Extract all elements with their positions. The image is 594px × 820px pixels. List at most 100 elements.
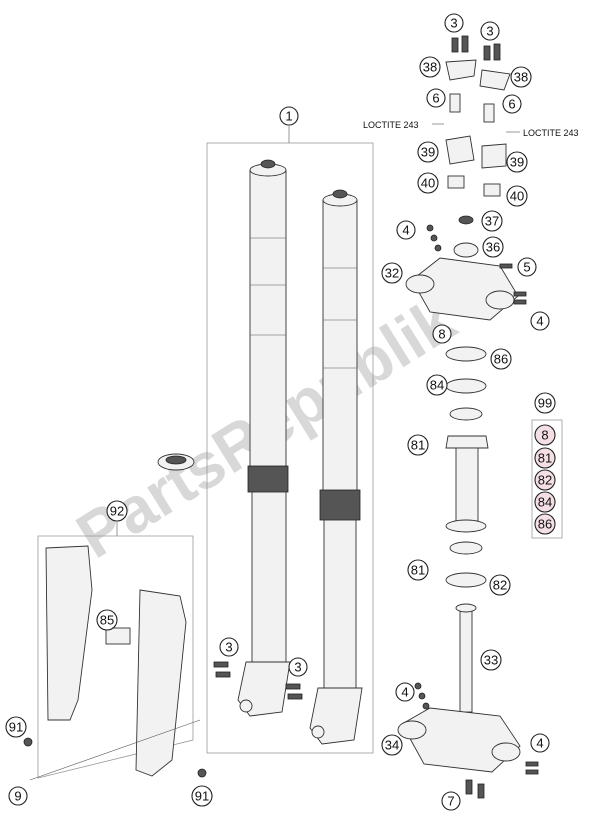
fork-seal-right xyxy=(319,489,361,521)
svg-text:1: 1 xyxy=(285,109,292,124)
loctite-note-left: LOCTITE 243 xyxy=(363,120,419,130)
fork-leg-left xyxy=(237,159,291,717)
callout-85: 85 xyxy=(96,609,118,631)
svg-text:85: 85 xyxy=(100,613,114,628)
kit-item-86: 86 xyxy=(534,513,556,535)
callout-6: 6 xyxy=(502,94,522,114)
callout-37: 37 xyxy=(481,210,503,232)
kit-item-82: 82 xyxy=(534,469,556,491)
svg-text:39: 39 xyxy=(421,145,435,160)
svg-text:84: 84 xyxy=(430,378,444,393)
callout-1: 1 xyxy=(279,106,299,126)
callout-3: 3 xyxy=(219,637,239,657)
guard-clip xyxy=(105,627,131,645)
svg-text:3: 3 xyxy=(225,640,232,655)
svg-text:82: 82 xyxy=(493,578,507,593)
callout-34: 34 xyxy=(381,734,403,756)
callout-81: 81 xyxy=(407,559,429,581)
screw-left xyxy=(23,737,33,747)
svg-text:86: 86 xyxy=(494,352,508,367)
fork-lower-right xyxy=(323,519,357,689)
callout-6: 6 xyxy=(426,88,446,108)
callout-39: 39 xyxy=(506,151,528,173)
callout-3: 3 xyxy=(444,13,464,33)
callout-8: 8 xyxy=(432,324,452,344)
callout-38: 38 xyxy=(510,66,532,88)
svg-text:32: 32 xyxy=(385,266,399,281)
callout-9: 9 xyxy=(8,786,28,806)
svg-text:33: 33 xyxy=(484,653,498,668)
fork-cap-left xyxy=(260,159,276,169)
fork-leg-frame xyxy=(206,142,374,754)
callout-38: 38 xyxy=(419,56,441,78)
svg-text:34: 34 xyxy=(385,738,399,753)
fork-lower-left xyxy=(251,491,287,663)
callout-91: 91 xyxy=(191,785,213,807)
svg-text:40: 40 xyxy=(421,176,435,191)
rubber-block-right xyxy=(483,183,501,197)
svg-text:7: 7 xyxy=(447,794,454,809)
clamp-lower-left xyxy=(445,135,475,165)
svg-text:4: 4 xyxy=(402,223,409,238)
callout-92: 92 xyxy=(106,500,128,522)
callout-91: 91 xyxy=(5,716,27,738)
kit-item-81: 81 xyxy=(534,447,556,469)
callout-39: 39 xyxy=(417,141,439,163)
upper-triple-clamp xyxy=(405,215,527,321)
race-lower xyxy=(449,541,483,555)
callout-3: 3 xyxy=(288,657,308,677)
svg-text:81: 81 xyxy=(411,563,425,578)
svg-text:39: 39 xyxy=(510,155,524,170)
svg-text:82: 82 xyxy=(538,473,552,488)
callout-82: 82 xyxy=(489,574,511,596)
head-tube xyxy=(455,447,479,525)
handlebar-clamps xyxy=(445,35,511,197)
callout-36: 36 xyxy=(482,236,504,258)
svg-text:3: 3 xyxy=(294,660,301,675)
lower-triple-clamp xyxy=(397,603,539,799)
callout-4: 4 xyxy=(530,311,550,331)
clamp-lower-right xyxy=(481,143,507,169)
callout-33: 33 xyxy=(480,649,502,671)
steering-stem xyxy=(459,607,473,713)
svg-text:84: 84 xyxy=(538,495,552,510)
kit-item-8: 8 xyxy=(534,424,556,446)
callout-84: 84 xyxy=(426,374,448,396)
svg-text:6: 6 xyxy=(432,91,439,106)
callout-4: 4 xyxy=(396,220,416,240)
callout-99: 99 xyxy=(534,392,556,414)
svg-text:9: 9 xyxy=(14,789,21,804)
svg-text:6: 6 xyxy=(508,97,515,112)
svg-text:36: 36 xyxy=(486,240,500,255)
svg-text:38: 38 xyxy=(423,60,437,75)
fork-cap-right xyxy=(332,189,348,199)
svg-text:40: 40 xyxy=(510,189,524,204)
callout-32: 32 xyxy=(381,262,403,284)
svg-text:4: 4 xyxy=(536,314,543,329)
svg-text:86: 86 xyxy=(538,517,552,532)
callout-81: 81 xyxy=(407,434,429,456)
svg-text:8: 8 xyxy=(541,428,548,443)
svg-text:99: 99 xyxy=(538,396,552,411)
callout-86: 86 xyxy=(490,348,512,370)
callout-3: 3 xyxy=(480,21,500,41)
callout-4: 4 xyxy=(395,682,415,702)
bearing-upper xyxy=(445,378,487,394)
svg-text:81: 81 xyxy=(411,438,425,453)
svg-text:4: 4 xyxy=(401,685,408,700)
race-upper xyxy=(449,407,483,421)
fork-guard-left xyxy=(45,545,93,721)
svg-text:3: 3 xyxy=(450,16,457,31)
svg-text:3: 3 xyxy=(486,24,493,39)
svg-text:37: 37 xyxy=(485,214,499,229)
screw-right xyxy=(197,768,207,778)
kit-item-84: 84 xyxy=(534,491,556,513)
callout-5: 5 xyxy=(517,257,537,277)
svg-text:4: 4 xyxy=(536,736,543,751)
dust-cover xyxy=(445,346,487,362)
clamp-upper-right xyxy=(479,69,511,91)
svg-text:92: 92 xyxy=(110,504,124,519)
bearing-lower xyxy=(445,572,487,588)
